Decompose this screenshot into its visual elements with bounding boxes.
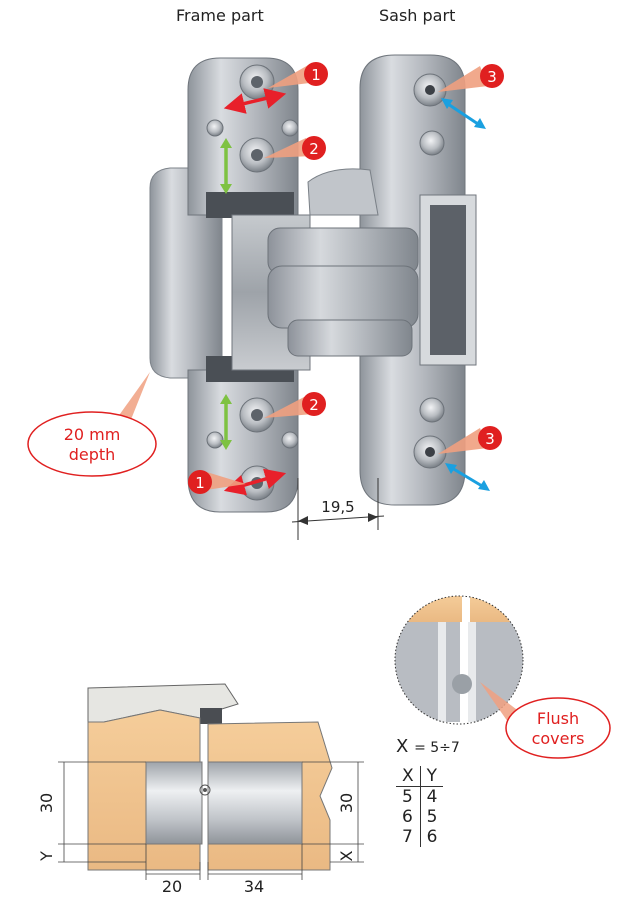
flush-callout-line2: covers: [532, 729, 585, 748]
marker-3-top: 3: [438, 64, 504, 92]
gap-dimension-text: 19,5: [321, 498, 354, 516]
marker-1-bottom: 1: [188, 470, 246, 494]
bottom-left-dimension: 20: [162, 877, 182, 896]
xy-table-cell: 7: [396, 827, 421, 847]
marker-1-bottom-text: 1: [195, 474, 205, 492]
xy-table-cell: 5: [396, 786, 421, 807]
depth-callout: 20 mm depth: [27, 372, 157, 477]
lateral-adjust-arrow-top: [223, 88, 287, 114]
frame-part-label: Frame part: [176, 6, 264, 25]
marker-3-top-text: 3: [487, 68, 497, 86]
marker-2-bottom: 2: [264, 392, 326, 418]
marker-3-bottom: 3: [438, 426, 502, 454]
lateral-adjust-arrow-bottom: [223, 468, 287, 496]
sash-part-label: Sash part: [379, 6, 456, 25]
bottom-right-dimension: 34: [244, 877, 264, 896]
cross-section-drawing: 30 Y 30 X 20 34: [37, 683, 364, 896]
flush-callout-line1: Flush: [537, 709, 579, 728]
flush-callout: Flush covers: [480, 682, 611, 759]
height-adjust-arrow-bottom: [220, 394, 232, 450]
depth-adjust-arrow-bottom: [445, 463, 490, 491]
xy-table-header-x: X: [396, 766, 421, 787]
marker-2-top: 2: [264, 136, 326, 160]
xy-table-header-y: Y: [420, 766, 444, 787]
marker-3-bottom-text: 3: [485, 430, 495, 448]
height-right-label: 30: [337, 793, 356, 813]
height-left-label: 30: [37, 793, 56, 813]
formula-range: = 5÷7: [414, 740, 460, 756]
marker-1-top-text: 1: [311, 66, 321, 84]
x-range-formula: X = 5÷7: [396, 736, 460, 757]
gap-dimension: 19,5: [291, 478, 385, 540]
xy-table-cell: 4: [426, 787, 438, 807]
xy-table-cell: 6: [426, 827, 438, 847]
height-adjust-arrow-top: [220, 138, 232, 194]
x-label-rotated: X: [337, 850, 356, 861]
xy-table-cell: 5: [426, 807, 438, 827]
marker-2-top-text: 2: [309, 140, 319, 158]
depth-adjust-arrow-top: [441, 98, 486, 129]
depth-callout-line1: 20 mm: [64, 425, 121, 444]
marker-2-bottom-text: 2: [309, 396, 319, 414]
formula-x: X: [396, 736, 409, 757]
y-label: Y: [37, 851, 56, 862]
depth-callout-line2: depth: [69, 445, 116, 464]
xy-table: X Y 5 4 6 5 7 6: [396, 766, 444, 847]
hinge-knuckle: [267, 168, 419, 357]
xy-table-cell: 6: [396, 807, 421, 827]
marker-1-top: 1: [268, 62, 328, 88]
